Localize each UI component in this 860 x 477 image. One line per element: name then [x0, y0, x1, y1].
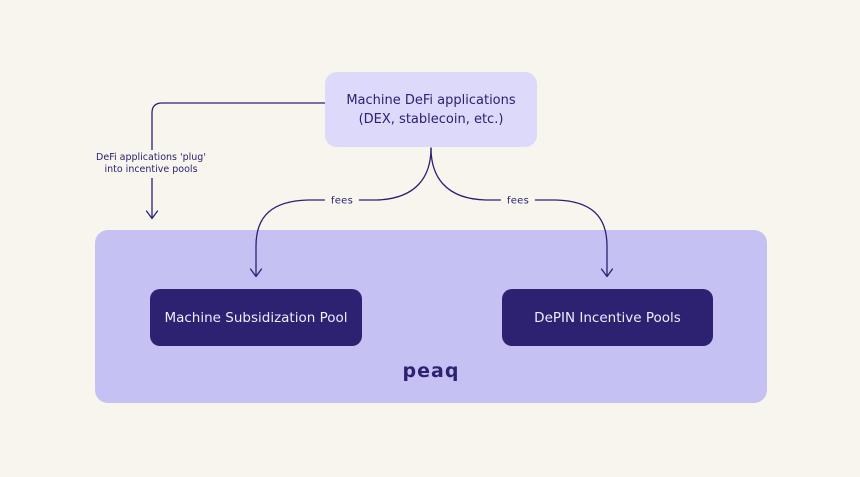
plug-annotation-line1: DeFi applications 'plug'	[96, 152, 206, 163]
left-connector-arrowhead	[145, 210, 159, 220]
machine-subsidization-pool-box: Machine Subsidization Pool	[150, 289, 362, 346]
plug-annotation: DeFi applications 'plug' into incentive …	[92, 150, 210, 178]
fees-label-right: fees	[500, 194, 536, 208]
machine-defi-applications-box: Machine DeFi applications (DEX, stableco…	[325, 72, 537, 147]
depin-incentive-pools-label: DePIN Incentive Pools	[534, 309, 681, 326]
top-box-title-line1: Machine DeFi applications	[346, 92, 516, 108]
peaq-logo: peaq	[402, 360, 460, 382]
plug-annotation-line2: into incentive pools	[104, 164, 198, 175]
machine-subsidization-pool-label: Machine Subsidization Pool	[164, 309, 348, 326]
fees-label-left: fees	[324, 194, 360, 208]
depin-incentive-pools-box: DePIN Incentive Pools	[502, 289, 713, 346]
top-box-title-line2: (DEX, stablecoin, etc.)	[358, 111, 504, 127]
